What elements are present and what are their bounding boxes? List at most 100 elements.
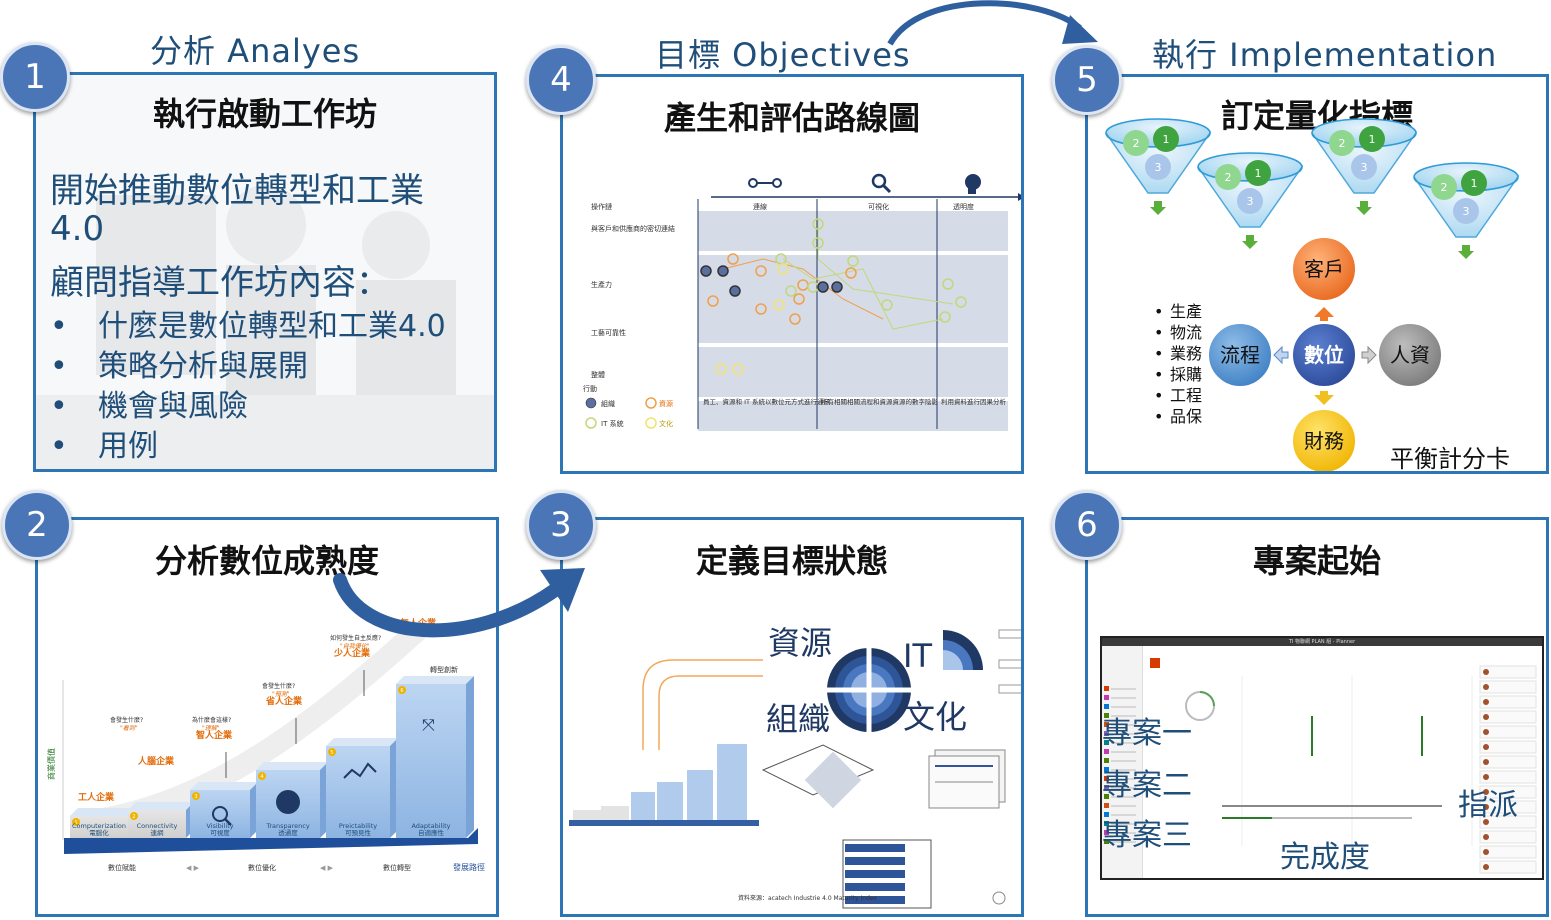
svg-text:所有相關相關流程和資源資源的數字陰影: 所有相關相關流程和資源資源的數字陰影: [821, 397, 939, 406]
roadmap-action-dot: [717, 265, 729, 277]
maturity-block-en: Adaptability: [411, 822, 450, 830]
svg-text:生產力: 生產力: [591, 280, 612, 289]
roadmap-action-dot: [881, 299, 893, 311]
maturity-block-en: Connectivity: [137, 822, 178, 830]
p1-bullet-2: •策略分析與展開: [50, 349, 308, 384]
maturity-question: 會發生什麼?: [262, 682, 295, 690]
roadmap-matrix: 連線 可視化 透明度 操作鏈 與客戶和供應商的密切連結 生產力 工藝可靠性 整體…: [583, 173, 1021, 431]
maturity-sub: "自我優化": [340, 642, 370, 650]
p1-bullet-3: •機會與風險: [50, 389, 248, 424]
kpi-list-item: 品保: [1170, 407, 1202, 426]
maturity-block-en: Preictability: [339, 822, 377, 830]
kpi-node-hr: 人資: [1390, 343, 1430, 367]
balanced-scorecard-caption: 平衡計分卡: [1390, 445, 1510, 473]
target-state-diagram: 資料來源：acatech Industrie 4.0 Maturity Inde…: [569, 629, 1021, 909]
step-5-badge: 5: [1052, 45, 1122, 115]
phase-implementation-label: 執行 Implementation: [1152, 36, 1498, 74]
kpi-list-item: 採購: [1170, 365, 1202, 384]
roadmap-action-dot: [715, 363, 727, 375]
svg-text:3: 3: [1463, 205, 1470, 218]
maturity-sub: "看到": [120, 725, 138, 732]
overlay-culture: 文化: [903, 698, 968, 736]
col-label-1: 可視化: [868, 202, 889, 211]
maturity-question: 如何發生自主反應?: [330, 634, 381, 642]
svg-text:6: 6: [400, 688, 403, 694]
phase-objectives-label: 目標 Objectives: [655, 36, 911, 74]
roadmap-action-dot: [707, 295, 719, 307]
col-label-2: 透明度: [953, 202, 974, 211]
maturity-level-label: 人腦企業: [137, 755, 175, 767]
svg-text:工藝可靠性: 工藝可靠性: [591, 328, 626, 337]
maturity-block-en: Transparency: [265, 822, 310, 830]
svg-text:3: 3: [1361, 161, 1368, 174]
svg-text:商業價值: 商業價值: [46, 748, 56, 780]
svg-text:2: 2: [1339, 137, 1346, 150]
roadmap-action-dot: [727, 253, 739, 265]
p1-bullet-1: •什麼是數位轉型和工業4.0: [50, 309, 446, 344]
panel-6-title: 專案起始: [1252, 542, 1381, 580]
maturity-block-zh: 自適應性: [418, 828, 445, 837]
svg-text:1: 1: [1163, 133, 1170, 146]
strategy-icon: ⤧: [422, 715, 435, 734]
maturity-block-en: Visibility: [206, 822, 233, 830]
p1-intro-line-2: 4.0: [50, 209, 105, 249]
roadmap-action-dot: [942, 278, 954, 290]
svg-text:2: 2: [1225, 171, 1232, 184]
planner-titlebar: TI 物聯網 PLAN 組 - Planner: [1102, 638, 1542, 646]
step-6-badge: 6: [1052, 490, 1122, 560]
roadmap-action-dot: [831, 281, 843, 293]
kpi-list-bullet: •: [1154, 302, 1163, 321]
kpi-node-digital: 數位: [1304, 343, 1344, 367]
source-note: 資料來源：acatech Industrie 4.0 Maturity Inde…: [738, 894, 877, 902]
connection-icon: [748, 178, 782, 188]
magnifier-icon: [871, 173, 892, 194]
panel-3-title: 定義目標狀態: [695, 542, 888, 580]
svg-text:1: 1: [74, 820, 77, 826]
roadmap-action-dot: [755, 303, 767, 315]
step-2-badge: 2: [2, 490, 72, 560]
kpi-node-customer: 客戶: [1304, 257, 1344, 281]
kpi-node-finance: 財務: [1304, 429, 1344, 453]
panel-project-start: 專案起始 TI 物聯網 PLAN 組 - Planner 專案一 專案二 專案三…: [1085, 517, 1549, 917]
svg-text:3: 3: [194, 794, 197, 800]
roadmap-action-dot: [845, 267, 857, 279]
kpi-list-item: 生產: [1170, 302, 1202, 321]
assign-label: 指派: [1458, 788, 1518, 823]
kpi-list-bullet: •: [1154, 323, 1163, 342]
roadmap-action-dot: [789, 313, 801, 325]
maturity-block-zh: 電腦化: [89, 828, 109, 837]
roadmap-action-dot: [777, 263, 789, 275]
maturity-block-zh: 可視度: [210, 828, 230, 837]
svg-text:1: 1: [1369, 133, 1376, 146]
svg-text:5: 5: [330, 750, 333, 756]
step-3-badge: 3: [526, 490, 596, 560]
planner-screenshot: TI 物聯網 PLAN 組 - Planner: [1100, 636, 1544, 880]
planner-content: [1104, 658, 1537, 874]
roadmap-action-dot: [955, 296, 967, 308]
svg-text:整體: 整體: [591, 370, 605, 379]
maturity-question: 為什麼會這樣?: [192, 716, 231, 724]
roadmap-action-dot: [785, 285, 797, 297]
roadmap-action-dot: [812, 237, 824, 249]
roadmap-action-dot: [817, 281, 829, 293]
svg-text:◀ ▶: ◀ ▶: [186, 864, 200, 872]
phase-analysis-label: 分析 Analyes: [150, 32, 361, 70]
svg-text:2: 2: [1133, 137, 1140, 150]
p1-intro-line-3: 顧問指導工作坊內容：: [50, 263, 390, 303]
project-label-2: 專案二: [1102, 768, 1192, 803]
kpi-list-bullet: •: [1154, 365, 1163, 384]
svg-text:組織: 組織: [601, 399, 615, 408]
roadmap-action-dot: [939, 311, 951, 323]
svg-text:與客戶和供應商的密切連結: 與客戶和供應商的密切連結: [591, 224, 675, 233]
svg-text:◀ ▶: ◀ ▶: [320, 864, 334, 872]
maturity-staircase: 商業價值 1Computerization電腦化2Connectivity連網3…: [46, 617, 486, 872]
roadmap-action-dot: [812, 218, 824, 230]
svg-text:數位優化: 數位優化: [248, 863, 276, 872]
